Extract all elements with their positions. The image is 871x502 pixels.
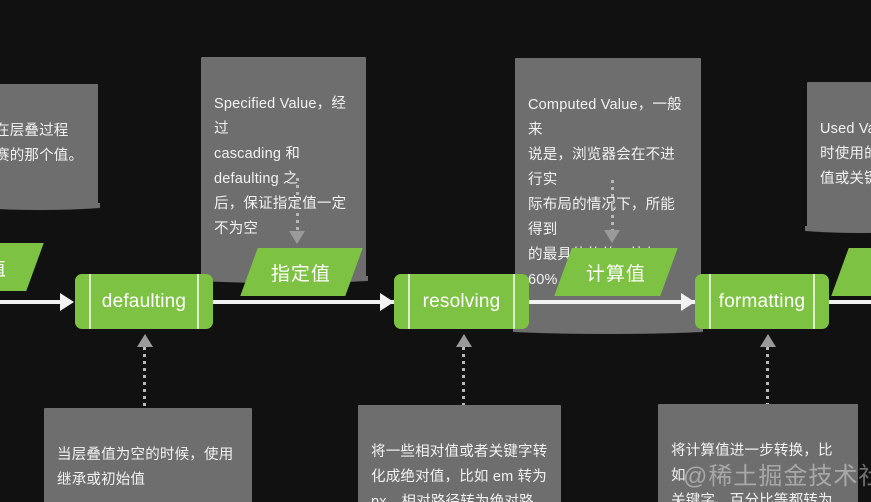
flow-line-segment-2 — [212, 300, 394, 304]
value-cascaded: 值 — [0, 243, 44, 291]
step-label: formatting — [718, 290, 806, 312]
flow-arrowhead-2 — [380, 293, 394, 311]
note-line: Specified Value，经过 cascading 和 defaultin… — [214, 96, 347, 237]
value-specified: 指定值 — [240, 248, 363, 296]
note-line: 在层叠过程 赛的那个值。 — [0, 123, 84, 164]
note-formatting-desc: 将计算值进一步转换，比如 关键字、百分比等都转为绝 对值 — [658, 404, 858, 502]
note-resolving-desc: 将一些相对值或者关键字转 化成绝对值，比如 em 转为 px，相对路径转为绝对路… — [358, 405, 561, 502]
box-divider-left — [89, 274, 91, 329]
connector-specified-arrowhead — [289, 231, 305, 244]
box-divider-left — [709, 274, 711, 329]
connector-resolving-dotted — [462, 347, 465, 408]
connector-computed-dotted — [611, 180, 614, 232]
flow-line-segment-3 — [528, 300, 695, 304]
value-label: 计算值 — [585, 263, 646, 285]
step-formatting[interactable]: formatting — [695, 274, 829, 329]
note-line: Used Va 时使用的 值或关键 — [820, 121, 871, 187]
value-used — [831, 248, 871, 296]
step-label: resolving — [422, 290, 501, 312]
note-line: 将一些相对值或者关键字转 化成绝对值，比如 em 转为 px，相对路径转为绝对路… — [371, 444, 548, 502]
value-label: 指定值 — [271, 263, 332, 285]
box-divider-right — [197, 274, 199, 329]
step-label: defaulting — [101, 290, 187, 312]
value-label: 值 — [0, 258, 8, 280]
box-divider-right — [513, 274, 515, 329]
flow-line-segment-4 — [828, 300, 871, 304]
box-divider-left — [408, 274, 410, 329]
flow-line-segment-1 — [0, 300, 60, 304]
step-resolving[interactable]: resolving — [394, 274, 529, 329]
note-computed-value: Computed Value，一般来 说是，浏览器会在不进行实 际布局的情况下，… — [513, 58, 703, 341]
step-defaulting[interactable]: defaulting — [75, 274, 213, 329]
note-cascaded-value: 在层叠过程 赛的那个值。 — [0, 84, 100, 217]
note-line: 当层叠值为空的时候，使用 继承或初始值 — [57, 447, 234, 488]
note-used-value: Used Va 时使用的 值或关键 — [805, 82, 871, 240]
connector-formatting-arrowhead — [760, 334, 776, 347]
box-divider-right — [813, 274, 815, 329]
connector-computed-arrowhead — [604, 230, 620, 243]
value-computed: 计算值 — [554, 248, 678, 296]
connector-resolving-arrowhead — [456, 334, 472, 347]
note-line: 将计算值进一步转换，比如 关键字、百分比等都转为绝 对值 — [671, 443, 833, 502]
flow-arrowhead-1 — [60, 293, 74, 311]
note-defaulting-desc: 当层叠值为空的时候，使用 继承或初始值 — [44, 408, 252, 502]
connector-formatting-dotted — [766, 347, 769, 404]
connector-defaulting-dotted — [143, 347, 146, 408]
connector-defaulting-arrowhead — [137, 334, 153, 347]
flow-arrowhead-3 — [681, 293, 695, 311]
connector-specified-dotted — [296, 178, 299, 233]
note-specified-value: Specified Value，经过 cascading 和 defaultin… — [199, 57, 368, 290]
